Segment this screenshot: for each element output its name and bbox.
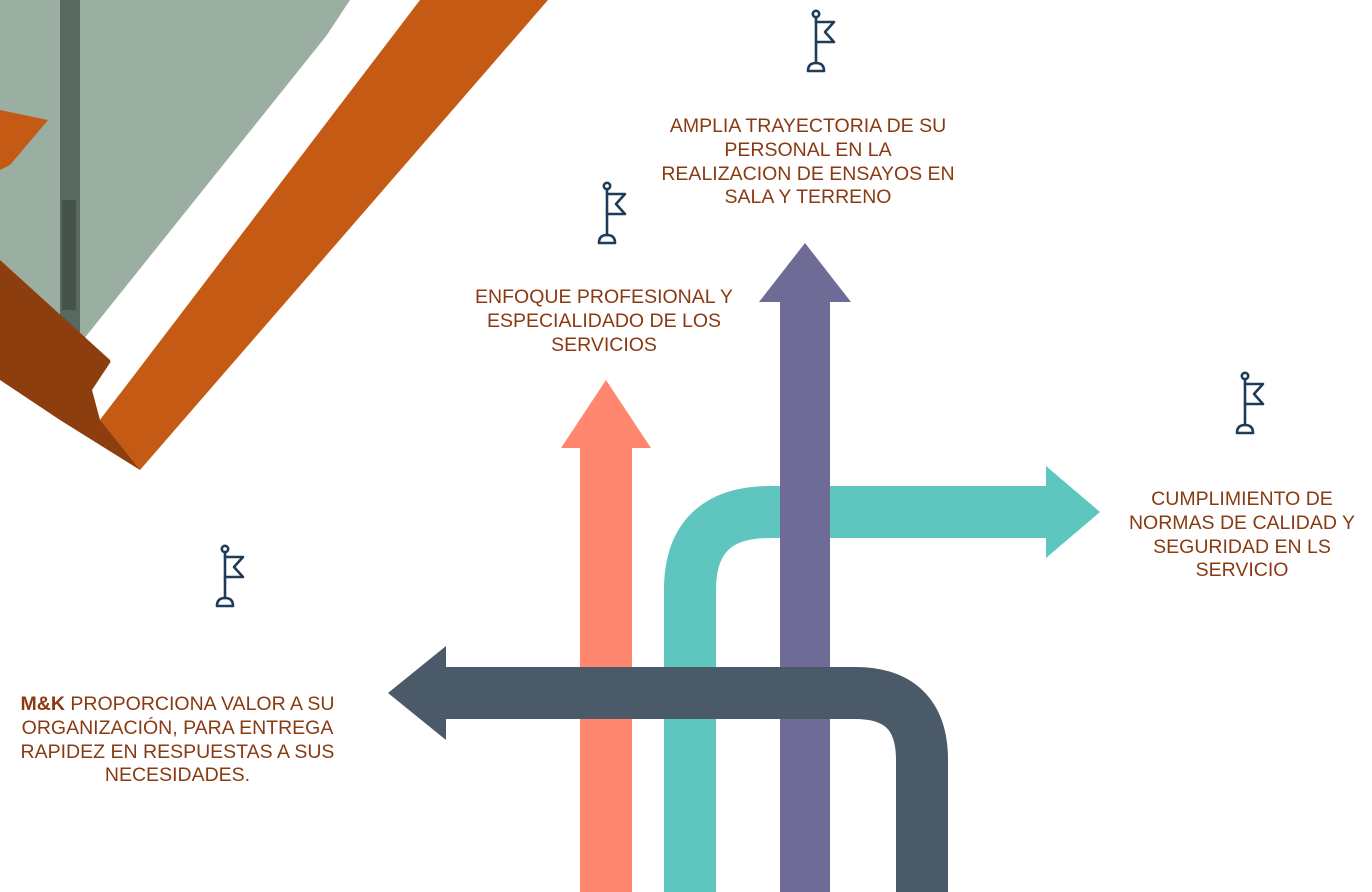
flag-icon — [597, 181, 627, 245]
flag-icon — [215, 544, 245, 608]
brand-name: M&K — [20, 693, 65, 715]
slate-arrow — [388, 646, 948, 892]
label-valor-text: PROPORCIONA VALOR A SU ORGANIZACIÓN, PAR… — [20, 693, 335, 787]
salmon-arrow — [561, 380, 651, 892]
flag-icon — [1235, 371, 1265, 435]
flag-icon — [806, 9, 836, 73]
white-fold — [92, 0, 420, 420]
orange-band — [100, 0, 548, 470]
corner-decoration — [0, 0, 548, 470]
label-enfoque: ENFOQUE PROFESIONAL Y ESPECIALIDADO DE L… — [475, 286, 733, 356]
photo-fragment — [0, 0, 355, 365]
arrows — [388, 243, 1100, 892]
teal-arrow — [664, 466, 1100, 892]
label-valor: M&K PROPORCIONA VALOR A SU ORGANIZACIÓN,… — [0, 693, 355, 788]
label-trayectoria: AMPLIA TRAYECTORIA DE SU PERSONAL EN LA … — [661, 115, 955, 209]
label-cumplimiento: CUMPLIMIENTO DE NORMAS DE CALIDAD Y SEGU… — [1128, 488, 1356, 582]
purple-arrow — [759, 243, 851, 892]
